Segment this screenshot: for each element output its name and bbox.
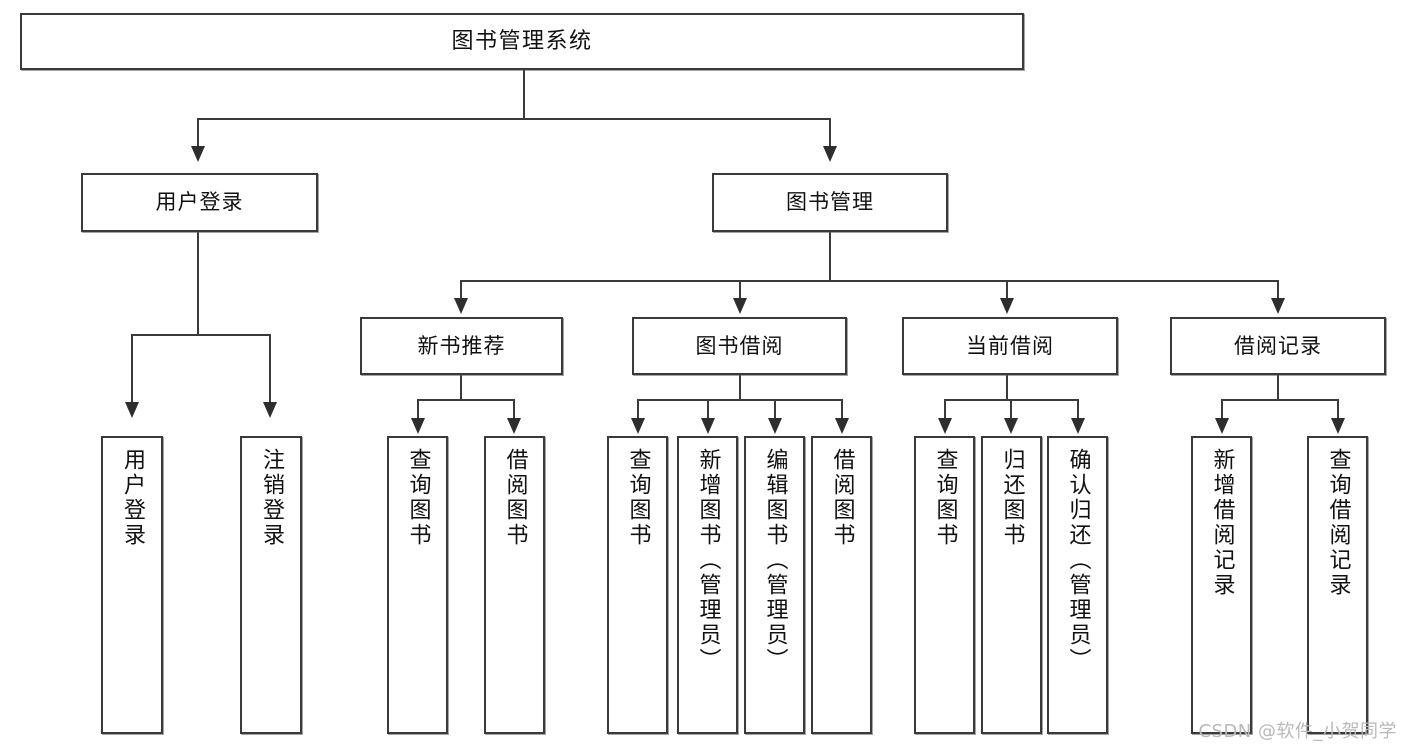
arrow-bb-l3	[768, 418, 782, 434]
leaf-bb-add-book-admin[interactable]: 新增图书（管理员）	[677, 436, 738, 734]
node-label: 归还图书	[999, 448, 1025, 548]
arrow-bm-c3	[1000, 298, 1014, 314]
connector-cb-l2	[1010, 399, 1012, 420]
node-user-login[interactable]: 用户登录	[81, 173, 318, 232]
leaf-bb-query-book[interactable]: 查询图书	[607, 436, 668, 734]
connector-br-l2	[1337, 399, 1339, 420]
arrow-nbr-l1	[411, 418, 425, 434]
leaf-cb-return-book[interactable]: 归还图书	[981, 436, 1042, 734]
connector-cb-l1	[944, 399, 946, 420]
leaf-br-add-record[interactable]: 新增借阅记录	[1191, 436, 1252, 734]
node-label: 图书管理	[786, 190, 874, 215]
arrow-bm-c1	[454, 298, 468, 314]
arrow-user-login-l1	[125, 402, 139, 418]
node-label: 查询图书	[625, 448, 651, 548]
node-book-manage[interactable]: 图书管理	[712, 173, 948, 232]
connector-user-login-bus	[131, 334, 271, 336]
arrow-to-user-login	[191, 146, 205, 162]
leaf-nbr-query-book[interactable]: 查询图书	[387, 436, 448, 734]
node-label: 借阅记录	[1234, 333, 1322, 358]
arrow-bb-l4	[835, 418, 849, 434]
connector-nbr-stem	[460, 375, 462, 401]
node-book-borrow[interactable]: 图书借阅	[632, 317, 847, 375]
node-label: 用户登录	[155, 190, 244, 215]
connector-bb-l2	[707, 399, 709, 420]
arrow-to-book-manage	[823, 146, 837, 162]
node-label: 确认归还（管理员）	[1065, 448, 1091, 673]
arrow-br-l1	[1215, 418, 1229, 434]
node-label: 借阅图书	[502, 448, 528, 548]
connector-cb-l3	[1077, 399, 1079, 420]
connector-root-to-user-login	[197, 118, 199, 148]
node-label: 查询图书	[932, 448, 958, 548]
leaf-user-login-logout[interactable]: 注销登录	[240, 436, 302, 734]
arrow-cb-l2	[1004, 418, 1018, 434]
leaf-user-login-login[interactable]: 用户登录	[101, 436, 163, 734]
node-root-system[interactable]: 图书管理系统	[20, 13, 1024, 70]
leaf-cb-query-book[interactable]: 查询图书	[914, 436, 975, 734]
leaf-bb-edit-book-admin[interactable]: 编辑图书（管理员）	[744, 436, 805, 734]
connector-bm-c3	[1006, 280, 1008, 300]
node-label: 当前借阅	[966, 333, 1054, 358]
node-label: 借阅图书	[829, 448, 855, 548]
connector-book-manage-stem	[829, 232, 831, 282]
node-label: 注销登录	[259, 448, 284, 548]
node-borrow-record[interactable]: 借阅记录	[1170, 317, 1386, 375]
arrow-br-l2	[1331, 418, 1345, 434]
node-label: 新书推荐	[417, 333, 506, 358]
arrow-bb-l1	[631, 418, 645, 434]
connector-user-login-l1	[131, 334, 133, 404]
node-label: 编辑图书（管理员）	[762, 448, 788, 673]
connector-user-login-stem	[197, 232, 199, 335]
node-label: 新增借阅记录	[1209, 448, 1235, 598]
connector-nbr-l1	[417, 399, 419, 420]
connector-bb-stem	[739, 375, 741, 401]
connector-user-login-l2	[269, 334, 271, 404]
node-label: 查询借阅记录	[1325, 448, 1351, 598]
node-label: 用户登录	[120, 448, 145, 548]
node-label: 查询图书	[405, 448, 431, 548]
connector-br-l1	[1221, 399, 1223, 420]
connector-br-stem	[1277, 375, 1279, 401]
node-label: 图书管理系统	[451, 28, 593, 54]
node-current-borrow[interactable]: 当前借阅	[902, 317, 1118, 375]
arrow-bb-l2	[701, 418, 715, 434]
arrow-nbr-l2	[507, 418, 521, 434]
arrow-cb-l1	[938, 418, 952, 434]
connector-cb-stem	[1006, 375, 1008, 401]
connector-root-bus	[197, 118, 831, 120]
connector-nbr-l2	[513, 399, 515, 420]
connector-bb-l4	[841, 399, 843, 420]
connector-book-manage-bus	[460, 280, 1279, 282]
leaf-nbr-borrow-book[interactable]: 借阅图书	[484, 436, 545, 734]
connector-bb-l3	[774, 399, 776, 420]
connector-bm-c1	[460, 280, 462, 300]
connector-root-stem	[523, 70, 525, 119]
node-label: 新增图书（管理员）	[695, 448, 721, 673]
connector-bm-c4	[1277, 280, 1279, 300]
arrow-cb-l3	[1071, 418, 1085, 434]
leaf-br-query-record[interactable]: 查询借阅记录	[1307, 436, 1368, 734]
connector-bm-c2	[739, 280, 741, 300]
connector-nbr-bus	[417, 399, 515, 401]
arrow-bm-c2	[733, 298, 747, 314]
connector-br-bus	[1221, 399, 1338, 401]
leaf-cb-confirm-return-admin[interactable]: 确认归还（管理员）	[1047, 436, 1108, 734]
node-label: 图书借阅	[695, 333, 784, 358]
connector-bb-l1	[637, 399, 639, 420]
arrow-bm-c4	[1271, 298, 1285, 314]
leaf-bb-borrow-book[interactable]: 借阅图书	[811, 436, 872, 734]
connector-bb-bus	[637, 399, 843, 401]
arrow-user-login-l2	[263, 402, 277, 418]
node-new-book-recommend[interactable]: 新书推荐	[360, 317, 563, 375]
connector-root-to-book-manage	[829, 118, 831, 148]
